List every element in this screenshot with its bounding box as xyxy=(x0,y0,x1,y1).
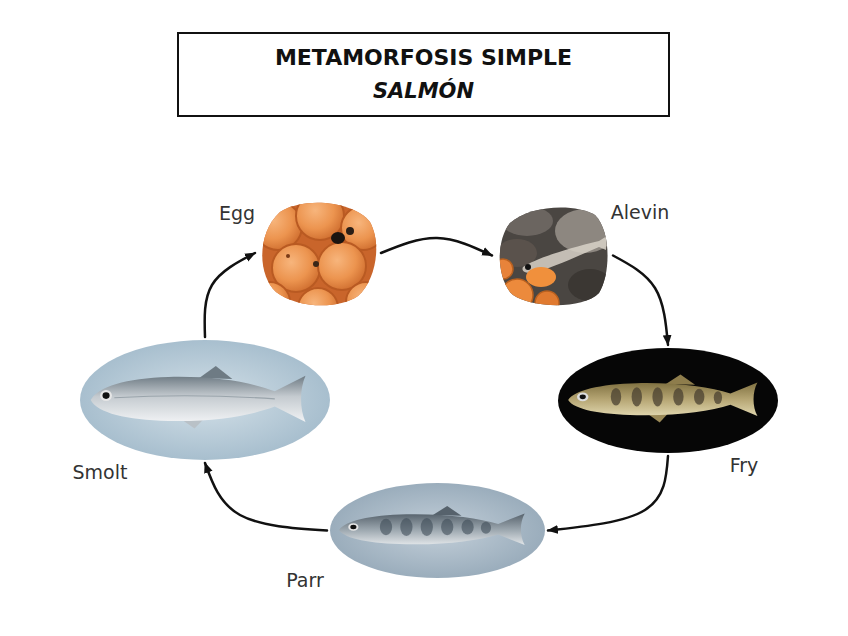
smolt-stage: Smolt xyxy=(80,340,330,460)
stage-illustration xyxy=(493,203,615,315)
stage-picture xyxy=(258,198,378,308)
cycle-arrow xyxy=(205,463,327,531)
egg-stage: Egg xyxy=(258,198,378,308)
cycle-arrow xyxy=(548,456,668,531)
cycle-arrow xyxy=(205,253,255,337)
stage-illustration xyxy=(250,192,386,328)
stage-illustration xyxy=(330,483,545,578)
stage-picture xyxy=(330,483,545,578)
stage-label: Alevin xyxy=(611,201,670,224)
stage-picture xyxy=(558,348,778,453)
cycle-arrow xyxy=(613,256,668,346)
stage-picture xyxy=(80,340,330,460)
title-text: METAMORFOSIS SIMPLE xyxy=(275,45,572,71)
stage-picture xyxy=(495,203,610,308)
stage-illustration xyxy=(558,348,778,453)
title-box: METAMORFOSIS SIMPLE SALMÓN xyxy=(177,32,670,117)
fry-stage: Fry xyxy=(558,348,778,453)
stage-label: Parr xyxy=(286,569,324,592)
stage-label: Fry xyxy=(730,454,759,477)
stage-label: Smolt xyxy=(73,461,128,484)
parr-stage: Parr xyxy=(330,483,545,578)
title-text: SALMÓN xyxy=(373,79,474,104)
cycle-arrow xyxy=(381,238,492,256)
stage-label: Egg xyxy=(219,202,255,225)
stage-illustration xyxy=(80,340,330,460)
alevin-stage: Alevin xyxy=(495,203,610,308)
